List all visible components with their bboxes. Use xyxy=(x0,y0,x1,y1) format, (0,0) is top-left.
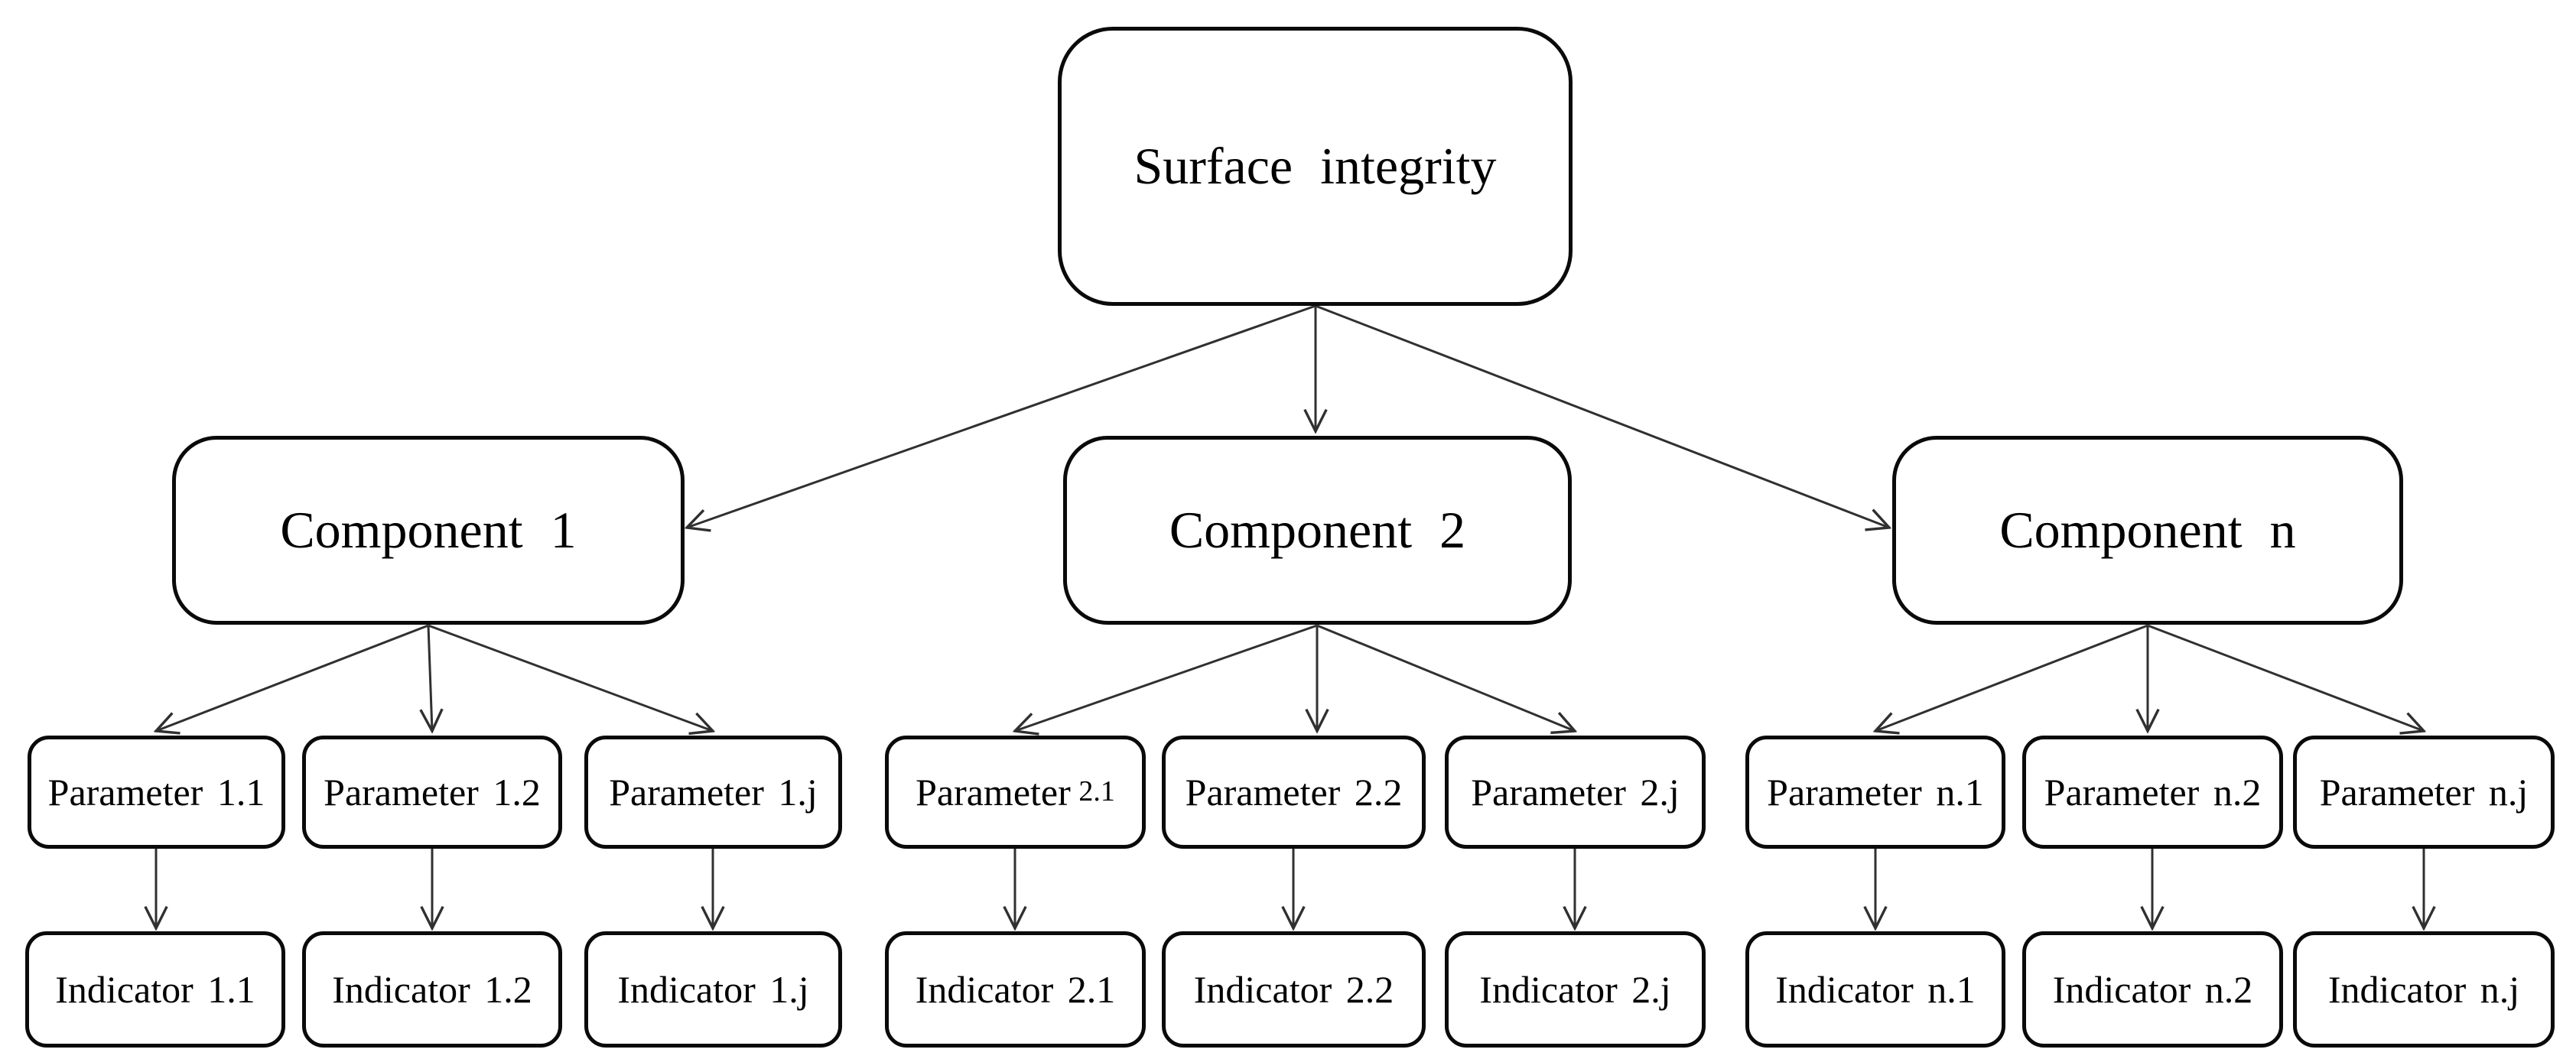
arrow-component-1-to-parameter-1-2 xyxy=(428,625,432,731)
box-parameter-1-2-label: Parameter 1.2 xyxy=(324,770,541,814)
box-parameter-1-2: Parameter 1.2 xyxy=(302,736,562,849)
box-indicator-1-j: Indicator 1.j xyxy=(584,931,842,1048)
box-indicator-2-j-label: Indicator 2.j xyxy=(1479,967,1671,1011)
box-indicator-n-2: Indicator n.2 xyxy=(2022,931,2283,1048)
box-parameter-2-2: Parameter 2.2 xyxy=(1162,736,1426,849)
box-indicator-n-1: Indicator n.1 xyxy=(1745,931,2005,1048)
box-indicator-1-1-label: Indicator 1.1 xyxy=(55,967,255,1011)
box-indicator-1-j-label: Indicator 1.j xyxy=(617,967,809,1011)
box-parameter-n-2: Parameter n.2 xyxy=(2022,736,2283,849)
box-component-n-label: Component n xyxy=(1999,501,2296,560)
box-parameter-n-2-label: Parameter n.2 xyxy=(2044,770,2262,814)
arrow-component-n-to-parameter-n-1 xyxy=(1875,624,2148,731)
box-indicator-n-j-label: Indicator n.j xyxy=(2327,967,2520,1011)
box-indicator-1-2: Indicator 1.2 xyxy=(302,931,562,1048)
box-parameter-n-j: Parameter n.j xyxy=(2293,736,2555,849)
box-parameter-2-j-label: Parameter 2.j xyxy=(1471,770,1680,814)
box-indicator-1-1: Indicator 1.1 xyxy=(25,931,285,1048)
box-parameter-n-1: Parameter n.1 xyxy=(1745,736,2005,849)
box-indicator-2-j: Indicator 2.j xyxy=(1445,931,1706,1048)
box-parameter-n-1-label: Parameter n.1 xyxy=(1767,770,1984,814)
arrow-component-1-to-parameter-1-j xyxy=(428,624,713,731)
box-component-2: Component 2 xyxy=(1063,436,1572,625)
arrow-component-n-to-parameter-n-j xyxy=(2147,624,2424,731)
box-indicator-1-2-label: Indicator 1.2 xyxy=(332,967,532,1011)
box-parameter-2-j: Parameter 2.j xyxy=(1445,736,1706,849)
arrow-component-2-to-parameter-2-j xyxy=(1316,624,1575,731)
box-surface-integrity: Surface integrity xyxy=(1058,27,1573,306)
box-indicator-n-j: Indicator n.j xyxy=(2293,931,2555,1048)
box-indicator-n-2-label: Indicator n.2 xyxy=(2052,967,2253,1011)
box-parameter-1-j: Parameter 1.j xyxy=(584,736,842,849)
box-parameter-1-1-label: Parameter 1.1 xyxy=(47,770,265,814)
box-indicator-n-1-label: Indicator n.1 xyxy=(1775,967,1976,1011)
box-component-1-label: Component 1 xyxy=(280,501,577,560)
box-parameter-2-1-label-suffix: 2.1 xyxy=(1078,775,1115,808)
box-indicator-2-2-label: Indicator 2.2 xyxy=(1193,967,1394,1011)
box-indicator-2-1-label: Indicator 2.1 xyxy=(915,967,1116,1011)
box-parameter-n-j-label: Parameter n.j xyxy=(2319,770,2529,814)
box-parameter-1-1: Parameter 1.1 xyxy=(28,736,285,849)
box-component-2-label: Component 2 xyxy=(1169,501,1466,560)
box-parameter-1-j-label: Parameter 1.j xyxy=(609,770,818,814)
box-surface-integrity-label: Surface integrity xyxy=(1134,137,1497,196)
box-component-n: Component n xyxy=(1892,436,2403,625)
box-indicator-2-1: Indicator 2.1 xyxy=(885,931,1146,1048)
box-parameter-2-1-label-prefix: Parameter xyxy=(916,770,1071,814)
arrow-component-2-to-parameter-2-1 xyxy=(1015,624,1318,731)
box-parameter-2-2-label: Parameter 2.2 xyxy=(1185,770,1403,814)
box-component-1: Component 1 xyxy=(172,436,685,625)
box-indicator-2-2: Indicator 2.2 xyxy=(1162,931,1426,1048)
arrow-component-1-to-parameter-1-1 xyxy=(156,624,429,731)
